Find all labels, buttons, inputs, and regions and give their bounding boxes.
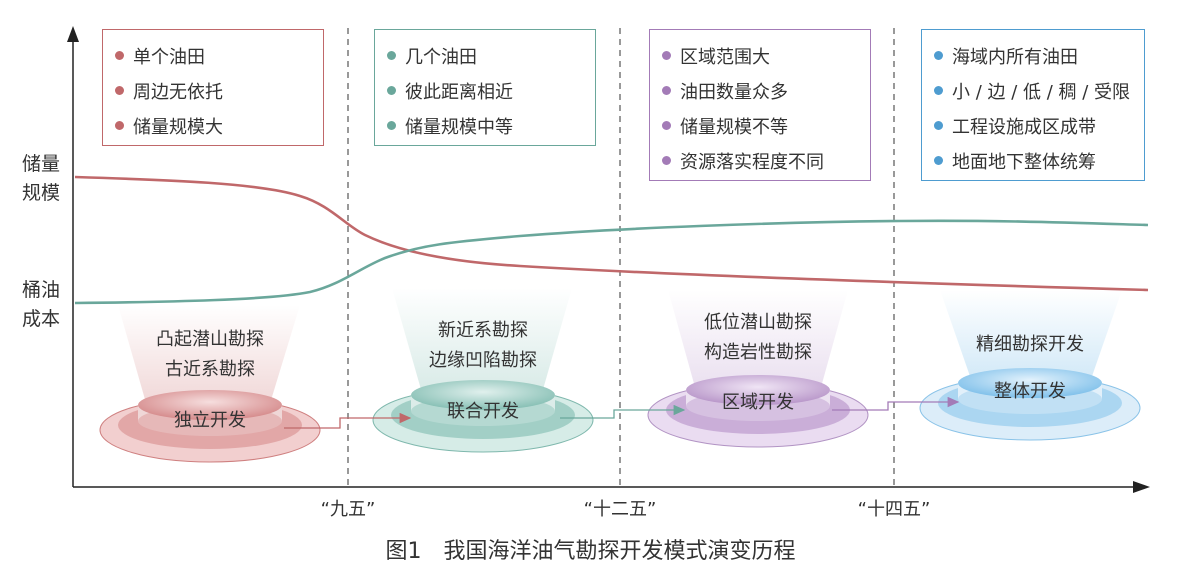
box-list-item-text: 区域范围大 [680, 46, 770, 68]
box-list-item: 几个油田 [387, 38, 595, 73]
box-list-item: 油田数量众多 [662, 73, 870, 108]
stage-3-exploration: 低位潜山勘探构造岩性勘探 [704, 312, 812, 363]
box-list-item-text: 油田数量众多 [680, 81, 788, 103]
stage-1-beam [118, 305, 300, 410]
stage-2-mode: 联合开发 [447, 401, 519, 422]
box-regional: 区域范围大油田数量众多储量规模不等资源落实程度不同 [649, 29, 871, 181]
arrow-stage-1-to-2 [284, 412, 412, 429]
bullet-dot-icon [662, 51, 671, 60]
box-whole-sea: 海域内所有油田小 / 边 / 低 / 稠 / 受限工程设施成区成带地面地下整体统… [921, 29, 1145, 181]
stage-3-beam [668, 290, 848, 398]
box-single-field: 单个油田周边无依托储量规模大 [102, 29, 324, 146]
y-label-reserve-scale: 储量规模 [22, 153, 61, 204]
box-list-item: 资源落实程度不同 [662, 143, 870, 178]
box-list-item-text: 单个油田 [133, 46, 205, 68]
bullet-dot-icon [115, 121, 124, 130]
box-list-item: 储量规模不等 [662, 108, 870, 143]
stage-4-exploration: 精细勘探开发 [976, 334, 1084, 355]
box-list-item: 工程设施成区成带 [934, 108, 1144, 143]
box-list-item-text: 工程设施成区成带 [952, 116, 1096, 138]
reserve-scale-curve [74, 175, 1149, 292]
box-list-item-text: 海域内所有油田 [952, 46, 1078, 68]
stage-4-beam [940, 290, 1122, 382]
bullet-dot-icon [387, 121, 396, 130]
bullet-dot-icon [115, 51, 124, 60]
cost-per-barrel-curve [74, 219, 1149, 305]
y-axis-arrow-icon [67, 26, 79, 42]
x-axis-arrow-icon [1133, 481, 1150, 493]
box-list-item-text: 储量规模中等 [405, 116, 513, 138]
box-list-item-text: 小 / 边 / 低 / 稠 / 受限 [952, 81, 1131, 103]
bullet-dot-icon [387, 51, 396, 60]
box-multi-field: 几个油田彼此距离相近储量规模中等 [374, 29, 596, 146]
stage-2-disc [372, 380, 594, 453]
arrow-stage-3-to-4 [832, 396, 960, 411]
box-list-item: 单个油田 [115, 38, 323, 73]
box-list-item-text: 彼此距离相近 [405, 81, 513, 103]
stage-2-exploration: 新近系勘探边缘凹陷勘探 [429, 320, 537, 371]
arrow-stage-2-to-3 [560, 404, 686, 419]
figure-caption: 图1 我国海洋油气勘探开发模式演变历程 [385, 539, 796, 564]
box-list-item: 储量规模中等 [387, 108, 595, 143]
stage-4-mode: 整体开发 [994, 381, 1066, 402]
stage-3-disc [647, 375, 869, 448]
bullet-dot-icon [934, 156, 943, 165]
box-list-item-text: 几个油田 [405, 46, 477, 68]
box-list-item-text: 储量规模不等 [680, 116, 788, 138]
bullet-dot-icon [934, 121, 943, 130]
box-list-item: 海域内所有油田 [934, 38, 1144, 73]
stage-2-beam [392, 288, 572, 400]
box-list-item-text: 地面地下整体统筹 [952, 151, 1096, 173]
box-list-item-text: 周边无依托 [133, 81, 223, 103]
bullet-dot-icon [934, 86, 943, 95]
box-list-item-text: 资源落实程度不同 [680, 151, 824, 173]
stage-1-exploration: 凸起潜山勘探古近系勘探 [156, 329, 264, 380]
stage-1-disc [99, 390, 321, 463]
bullet-dot-icon [662, 121, 671, 130]
y-label-barrel-cost: 桶油成本 [22, 279, 61, 330]
box-list-item: 彼此距离相近 [387, 73, 595, 108]
box-list-item: 小 / 边 / 低 / 稠 / 受限 [934, 73, 1144, 108]
bullet-dot-icon [387, 86, 396, 95]
box-list-item: 地面地下整体统筹 [934, 143, 1144, 178]
bullet-dot-icon [662, 86, 671, 95]
bullet-dot-icon [934, 51, 943, 60]
box-list-item: 周边无依托 [115, 73, 323, 108]
stage-4-disc [919, 368, 1141, 441]
box-list-item: 储量规模大 [115, 108, 323, 143]
x-tick-shisiwu: “十四五” [857, 499, 931, 520]
bullet-dot-icon [662, 156, 671, 165]
box-list-item: 区域范围大 [662, 38, 870, 73]
x-tick-jiuwu: “九五” [320, 499, 376, 520]
x-tick-shierwu: “十二五” [583, 499, 657, 520]
box-list-item-text: 储量规模大 [133, 116, 223, 138]
bullet-dot-icon [115, 86, 124, 95]
stage-3-mode: 区域开发 [722, 392, 794, 413]
stage-1-mode: 独立开发 [174, 410, 246, 431]
